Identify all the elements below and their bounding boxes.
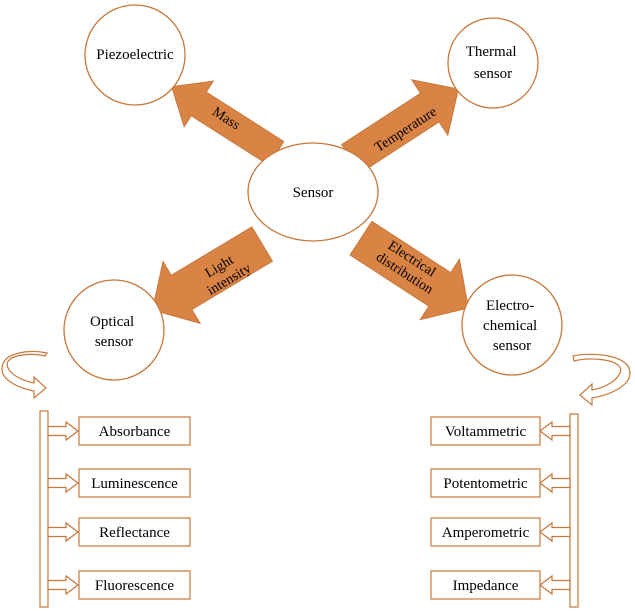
optical-methods-list: Absorbance Luminescence Reflectance Fluo… [78, 416, 191, 600]
arrow-electrical-distribution [349, 220, 469, 321]
node-piezoelectric-label: Piezoelectric [96, 47, 174, 63]
electrochemical-methods-bracket [569, 413, 579, 608]
optical-connector-arrow-icon [47, 420, 79, 442]
method-label: Voltammetric [445, 424, 527, 440]
method-box-impedance: Impedance [430, 570, 541, 600]
node-sensor-label: Sensor [293, 185, 334, 201]
node-optical-sensor-label: Optical sensor [90, 314, 138, 350]
optical-methods-connectors [47, 420, 79, 596]
node-sensor: Sensor [247, 142, 379, 242]
method-box-potentometric: Potentometric [430, 468, 541, 498]
method-label: Reflectance [99, 525, 170, 541]
method-box-luminescence: Luminescence [78, 468, 191, 498]
optical-methods-bracket [39, 410, 49, 608]
electrochemical-methods-list: Voltammetric Potentometric Amperometric … [430, 416, 541, 600]
node-thermal-sensor: Thermal sensor [447, 17, 539, 109]
arrow-temperature [341, 79, 459, 174]
optical-connector-arrow-icon [47, 574, 79, 596]
curved-arrow-left-icon [1, 350, 48, 400]
node-thermal-sensor-label: Thermal sensor [466, 44, 521, 82]
arrow-electrical-distribution-shape [349, 220, 469, 321]
arrow-temperature-shape [341, 79, 459, 174]
node-electrochemical-sensor: Electro- chemical sensor [461, 274, 563, 376]
electrochemical-methods-connectors [539, 420, 571, 596]
node-optical-sensor: Optical sensor [63, 279, 165, 381]
curved-arrow-right-icon [572, 353, 631, 407]
method-box-absorbance: Absorbance [78, 416, 191, 446]
electrochemical-connector-arrow-icon [539, 420, 571, 442]
electrochemical-connector-arrow-icon [539, 574, 571, 596]
method-box-amperometric: Amperometric [430, 517, 541, 547]
method-label: Impedance [453, 578, 519, 594]
node-electrochemical-sensor-label: Electro- chemical sensor [483, 298, 541, 354]
optical-connector-arrow-icon [47, 472, 79, 494]
arrow-light-intensity-shape [151, 226, 274, 325]
method-label: Fluorescence [95, 578, 174, 594]
method-box-voltammetric: Voltammetric [430, 416, 541, 446]
optical-connector-arrow-icon [47, 521, 79, 543]
method-label: Amperometric [442, 525, 530, 541]
method-label: Luminescence [91, 476, 178, 492]
method-label: Absorbance [99, 424, 171, 440]
electrochemical-connector-arrow-icon [539, 521, 571, 543]
arrow-mass-shape [171, 80, 285, 166]
electrochemical-connector-arrow-icon [539, 472, 571, 494]
arrow-mass [171, 80, 285, 166]
method-label: Potentometric [443, 476, 527, 492]
node-piezoelectric: Piezoelectric [84, 4, 186, 106]
method-box-reflectance: Reflectance [78, 517, 191, 547]
method-box-fluorescence: Fluorescence [78, 570, 191, 600]
arrow-light-intensity [151, 226, 274, 325]
